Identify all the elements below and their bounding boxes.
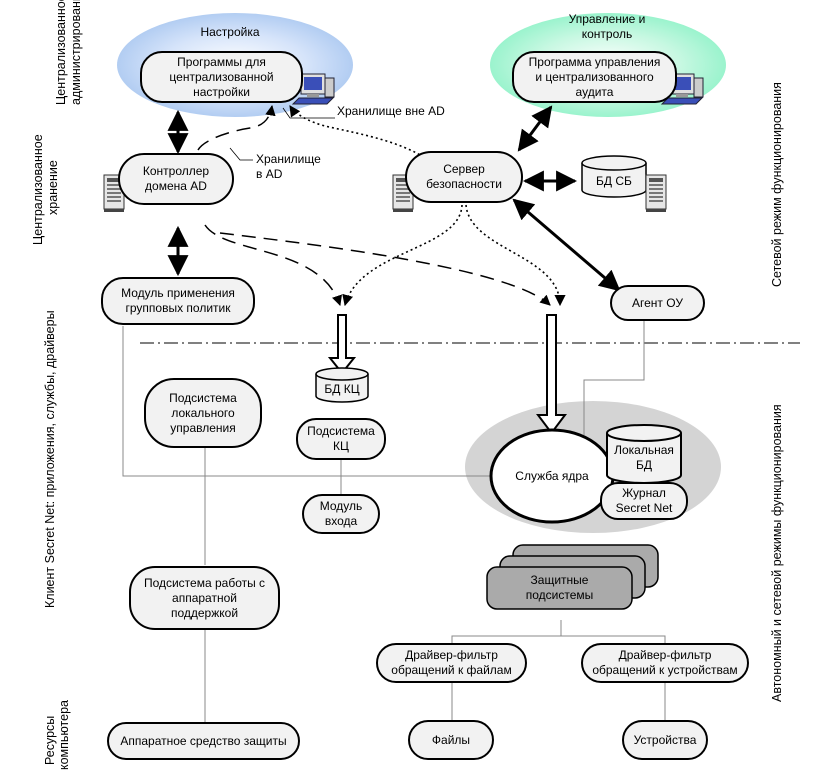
devices-node: Устройства: [622, 720, 708, 760]
bold-arrows: [167, 105, 621, 292]
side-label-network-mode: Сетевой режим функционирования: [770, 82, 784, 287]
protective-subsystems-label: Защитные подсистемы: [525, 573, 594, 602]
kc-subsystem-node: Подсистема КЦ: [296, 418, 386, 460]
hollow-arrow-kernel: [536, 314, 567, 435]
storage-in-ad-annotation: Хранилище в AD: [256, 152, 321, 181]
dotted-arrows: [289, 105, 566, 307]
kernel-service-label: Служба ядра: [515, 468, 589, 483]
dashed-arrows: [197, 104, 551, 306]
security-server-node: Сервер безопасности: [405, 151, 523, 203]
local-db-cylinder: [606, 424, 682, 484]
group-policy-module-node: Модуль применения групповых политик: [101, 277, 255, 325]
management-group-title: Управление и контроль: [568, 12, 646, 41]
db-server-icon: [645, 174, 667, 213]
domain-controller-node: Контроллер домена AD: [118, 153, 234, 205]
thin-connectors: [122, 320, 666, 722]
hw-protection-node: Аппаратное средство защиты: [107, 722, 300, 760]
management-program-node: Программа управления и централизованного…: [512, 51, 677, 103]
settings-group-title: Настройка: [200, 25, 260, 39]
db-kc-cylinder: [315, 367, 369, 403]
login-module-node: Модуль входа: [302, 494, 380, 534]
db-kc-label: БД КЦ: [324, 381, 360, 396]
db-sb-cylinder: [581, 155, 647, 198]
side-label-resources: Ресурсы компьютера: [43, 700, 71, 770]
hw-support-subsystem-node: Подсистема работы с аппаратной поддержко…: [129, 566, 280, 630]
local-db-label: Локальная БД: [614, 443, 674, 472]
db-sb-label: БД СБ: [596, 173, 632, 188]
agent-node: Агент ОУ: [610, 285, 705, 321]
file-filter-driver-node: Драйвер-фильтр обращений к файлам: [376, 643, 527, 683]
storage-outside-ad-annotation: Хранилище вне AD: [337, 104, 445, 118]
protective-subsystems: [486, 566, 633, 610]
side-label-client: Клиент Secret Net: приложения, службы, д…: [43, 310, 57, 608]
device-filter-driver-node: Драйвер-фильтр обращений к устройствам: [581, 643, 749, 683]
files-node: Файлы: [408, 720, 494, 760]
side-label-centralized-admin: Централизованное администрирование: [54, 0, 83, 105]
side-label-centralized-storage: Централизованное хранение: [31, 131, 60, 245]
hollow-arrow-db-kc: [327, 314, 357, 375]
callout-lines: [229, 107, 335, 161]
journal-node: Журнал Secret Net: [600, 482, 688, 520]
settings-programs-node: Программы для централизованной настройки: [140, 51, 303, 103]
local-mgmt-subsystem-node: Подсистема локального управления: [144, 378, 262, 448]
side-label-offline-network-mode: Автономный и сетевой режимы функциониров…: [770, 404, 784, 702]
